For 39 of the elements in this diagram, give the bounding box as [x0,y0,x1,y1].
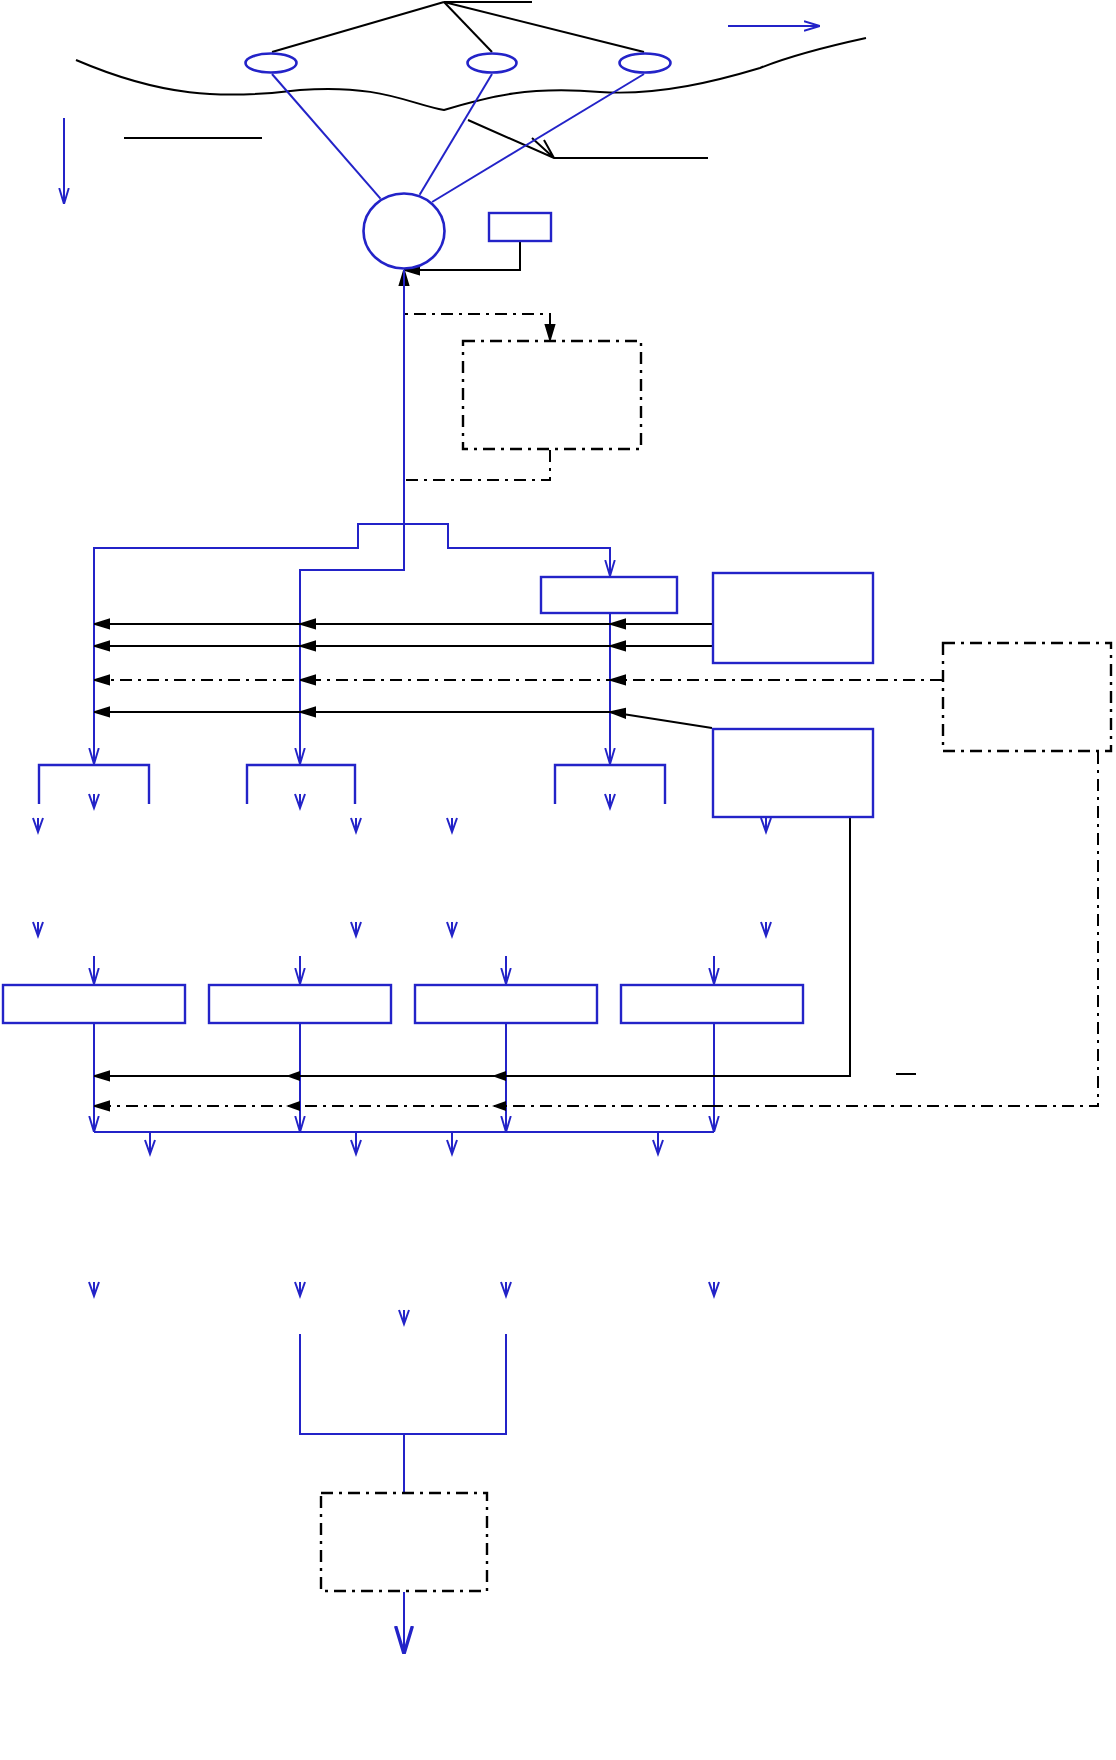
connector-arrow [93,674,943,686]
process-box [462,340,642,450]
connector-arrow [500,1023,512,1133]
connector-arrow [393,1591,415,1656]
process-box [2,984,186,1024]
connector-arrow [294,955,306,985]
circle-node [244,52,298,74]
process-box [620,984,804,1024]
splitter-bracket [38,764,150,804]
connector-arrow [708,1023,720,1133]
circle-node [618,52,672,74]
connector-arrow [500,955,512,985]
leader-line [271,1,445,53]
leader-line [443,1,493,53]
connector-arrow [93,640,713,652]
connector-arrow [93,751,1099,1112]
process-box [320,1492,488,1592]
connector-arrow [93,706,713,729]
process-box [208,984,392,1024]
connector-arrow [93,817,851,1082]
process-box [540,576,678,614]
circle-node [466,52,518,74]
connector-arrow [708,955,720,985]
process-box [488,212,552,242]
connector-arrow [604,613,616,765]
splitter-bracket [554,764,666,804]
connector-arrow [403,241,521,276]
process-box [942,642,1112,752]
circle-node [362,192,446,270]
connector-arrow [93,618,713,630]
connector-arrow [294,269,405,765]
process-box [712,728,874,818]
connector-arrow [88,955,100,985]
process-box [414,984,598,1024]
connector-arrow [88,1023,100,1133]
splitter-bracket [246,764,356,804]
process-box [712,572,874,664]
leader-line [443,1,645,53]
connector-arrow [294,1023,306,1133]
